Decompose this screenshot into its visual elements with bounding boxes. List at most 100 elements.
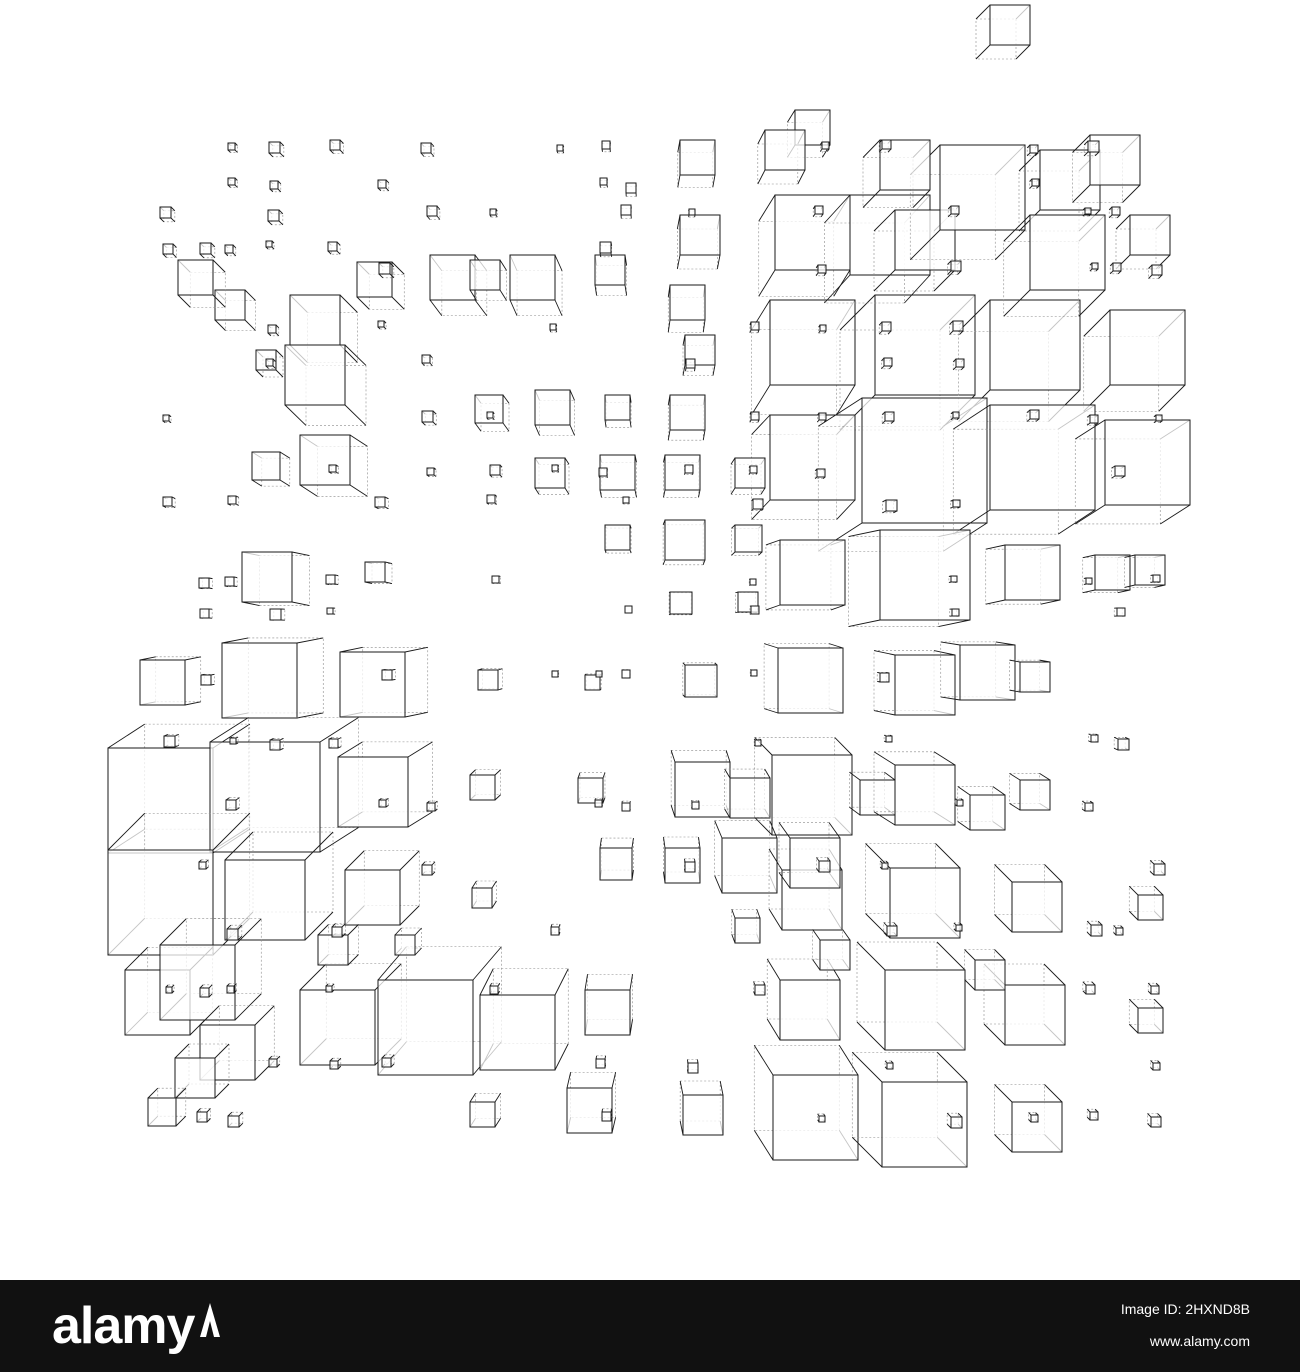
wireframe-cube [317, 924, 359, 966]
wireframe-cube [1081, 800, 1094, 812]
wireframe-cube [299, 963, 402, 1066]
wireframe-cube [819, 141, 830, 152]
wireframe-cube [224, 576, 238, 588]
logo-mark-icon [200, 1303, 221, 1337]
wireframe-cube [668, 591, 693, 616]
wireframe-cube [227, 1111, 244, 1128]
wireframe-cube [884, 1060, 894, 1070]
wireframe-cube [753, 738, 762, 747]
wireframe-cube [818, 324, 827, 334]
wireframe-cube [663, 454, 701, 498]
wireframe-cube [337, 741, 433, 828]
wireframe-cube [584, 973, 633, 1036]
wireframe-cube [225, 797, 240, 811]
wireframe-cube [299, 434, 368, 497]
wireframe-cube [621, 669, 631, 679]
wireframe-cube [147, 1087, 187, 1127]
wireframe-cube [1003, 214, 1106, 317]
wireframe-cube [881, 357, 893, 370]
wireframe-cube [1115, 214, 1171, 270]
wireframe-cube [227, 495, 240, 506]
wireframe-cube [265, 240, 275, 250]
wireframe-cube [1082, 554, 1131, 594]
wireframe-cube [599, 837, 634, 881]
wireframe-cube [1113, 607, 1126, 617]
wireframe-cube [551, 464, 560, 473]
wireframe-cube [748, 465, 758, 475]
wireframe-cube [339, 646, 429, 718]
wireframe-cube [331, 923, 346, 938]
wireframe-cube [469, 1092, 501, 1128]
wireframe-cube [489, 464, 503, 478]
wireframe-cube [165, 984, 175, 994]
wireframe-cube [601, 1108, 612, 1122]
wireframe-cube [224, 831, 334, 941]
wireframe-cube [763, 643, 844, 714]
wireframe-cube [1074, 419, 1191, 525]
wireframe-cube [577, 772, 606, 804]
wireframe-cube [224, 244, 237, 257]
wireframe-cube [957, 786, 1006, 831]
wireframe-cube [551, 670, 560, 678]
wireframe-cube [947, 260, 962, 275]
wireframe-cube [684, 858, 696, 873]
wireframe-cube [328, 464, 339, 474]
wireframe-cube [595, 1055, 607, 1069]
wireframe-cube [1086, 414, 1099, 426]
wireframe-cube [948, 575, 958, 583]
wireframe-cube [714, 820, 778, 894]
wireframe-cube [1083, 577, 1093, 585]
wireframe-cube [199, 984, 213, 998]
wireframe-cube [268, 1055, 281, 1068]
wireframe-cube [469, 769, 501, 801]
wireframe-cube [269, 180, 282, 193]
wireframe-cube [814, 468, 826, 480]
wireframe-cube [676, 214, 721, 270]
wireframe-cube [326, 607, 336, 615]
wireframe-cube [599, 454, 637, 498]
wireframe-cube [670, 750, 731, 818]
wireframe-cube [226, 983, 237, 994]
wireframe-cube [426, 467, 437, 477]
wireframe-cube [199, 608, 213, 619]
wireframe-cube [139, 656, 202, 706]
wireframe-cube [1083, 140, 1100, 157]
wireframe-cube [344, 850, 420, 926]
wireframe-cube [267, 209, 284, 226]
wireframe-cube [817, 397, 988, 552]
wireframe-cube [200, 673, 215, 686]
wireframe-cube [730, 457, 766, 495]
wireframe-cube [163, 733, 180, 748]
wireframe-cube [954, 798, 964, 807]
wireframe-cube [731, 524, 763, 556]
wireframe-cube [381, 1054, 395, 1068]
wireframe-cube [883, 922, 898, 937]
wireframe-cube [377, 179, 390, 192]
alamy-logo: alamy [52, 1298, 221, 1354]
wireframe-cube [949, 320, 964, 335]
wireframe-cube [325, 983, 335, 993]
wireframe-cube [753, 981, 766, 996]
wireframe-cube [604, 394, 632, 428]
wireframe-cube [1082, 981, 1096, 995]
image-id: Image ID: 2HXND8B [1120, 1301, 1250, 1317]
wireframe-cube [879, 860, 889, 870]
wireframe-cube [284, 344, 367, 426]
wireframe-cube [816, 857, 831, 873]
wireframe-cube [1086, 920, 1103, 937]
wireframe-cube [946, 1112, 963, 1129]
wireframe-cube [691, 800, 700, 810]
wireframe-cube [1113, 736, 1130, 751]
wireframe-cube [214, 289, 256, 331]
wireframe-cube [909, 144, 1026, 261]
wireframe-cube [599, 241, 613, 258]
wireframe-cube [251, 451, 291, 487]
wireframe-cube [227, 177, 238, 188]
wireframe-cube [550, 923, 561, 936]
wireframe-cube [267, 324, 280, 337]
wireframe-cube [162, 243, 177, 258]
wireframe-cube [950, 499, 961, 509]
wireframe-cube [1108, 206, 1121, 219]
wireframe-cube [662, 519, 706, 566]
wireframe-cube [688, 208, 696, 218]
